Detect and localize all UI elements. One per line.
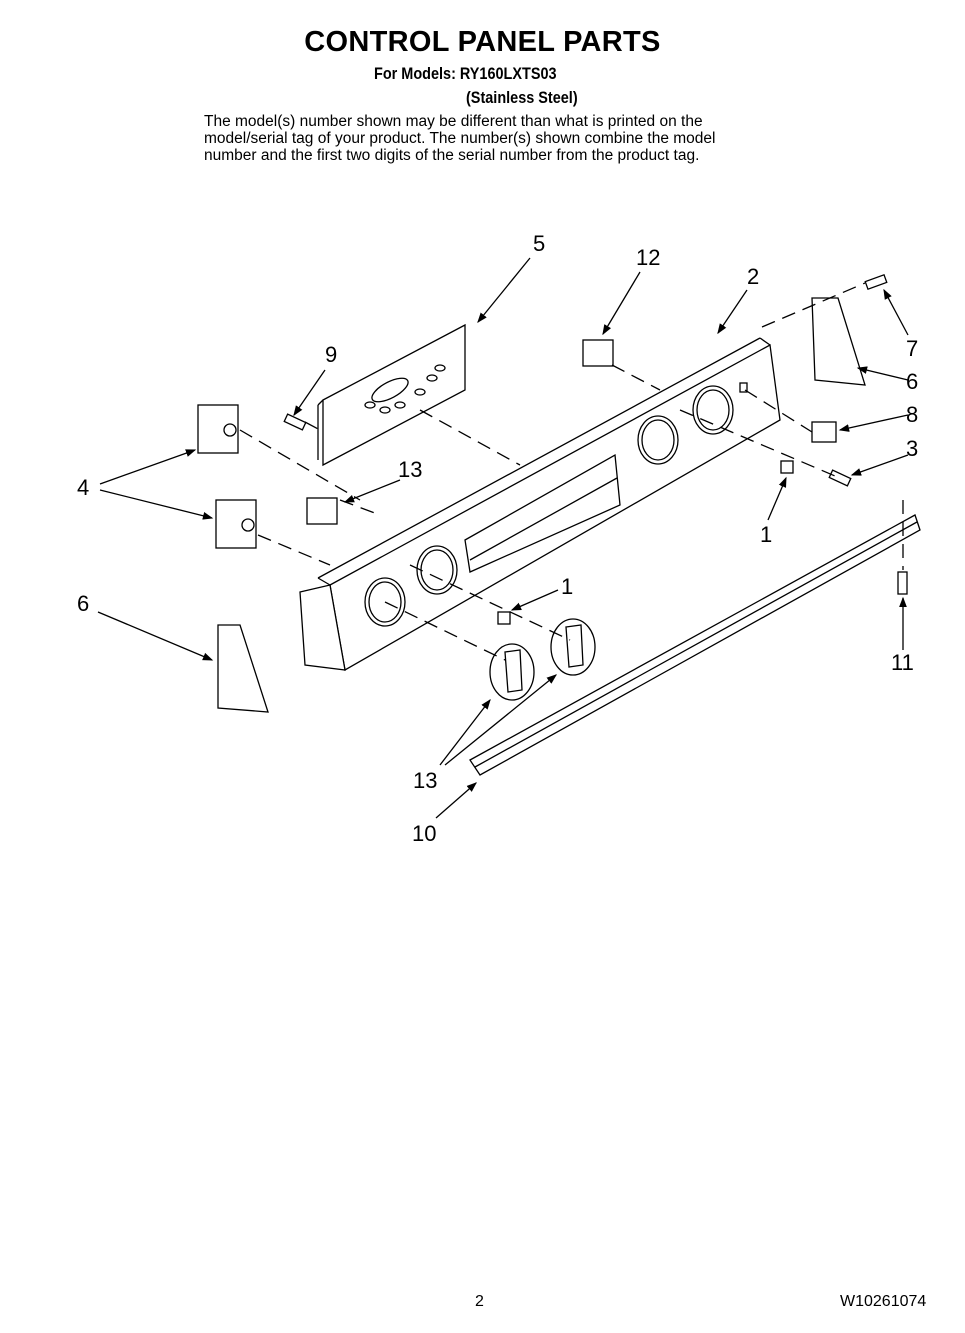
callout-label: 1 <box>760 522 773 547</box>
callout-label: 7 <box>906 336 919 361</box>
callout-label: 10 <box>412 821 437 846</box>
leader-arrows <box>97 257 909 819</box>
screw-part <box>283 413 307 431</box>
knob-part <box>489 643 535 701</box>
callout-label: 4 <box>77 475 90 500</box>
callout-label: 11 <box>891 650 914 675</box>
knob-part <box>550 618 596 676</box>
end-cap-part <box>811 297 866 386</box>
display-board-part <box>317 323 466 467</box>
callout-label: 3 <box>906 436 919 461</box>
trim-strip-part <box>469 514 921 776</box>
note-line: model/serial tag of your product. The nu… <box>204 130 716 147</box>
knob-opening <box>637 415 679 465</box>
page-number: 2 <box>475 1293 484 1310</box>
infinite-switch-part <box>215 499 257 549</box>
assembly-lines <box>239 282 904 661</box>
callout-label: 6 <box>77 591 90 616</box>
switch-part <box>306 497 338 525</box>
infinite-switch-part <box>197 404 239 454</box>
callout-label: 13 <box>413 768 438 793</box>
rocker-switch-part <box>811 421 837 443</box>
page-title: CONTROL PANEL PARTS <box>304 26 661 58</box>
end-cap-part <box>217 624 269 713</box>
screw-part <box>864 273 888 291</box>
callout-label: 13 <box>398 457 423 482</box>
screw-part <box>897 571 908 595</box>
callout-label: 2 <box>747 264 760 289</box>
callout-label: 9 <box>325 342 338 367</box>
control-panel-part <box>299 337 781 672</box>
callout-label: 12 <box>636 245 661 270</box>
note-line: number and the first two digits of the s… <box>204 147 700 164</box>
note-line: The model(s) number shown may be differe… <box>204 113 703 130</box>
knob-opening <box>692 385 734 435</box>
model-note: The model(s) number shown may be differe… <box>204 113 784 164</box>
switch-part <box>582 339 614 367</box>
document-number: W10261074 <box>840 1293 927 1310</box>
knob-opening <box>364 577 406 627</box>
models-line: For Models: RY160LXTS03 <box>374 64 557 83</box>
callout-label: 5 <box>533 231 546 256</box>
callout-label: 6 <box>906 369 919 394</box>
callout-label: 1 <box>561 574 574 599</box>
callout-label: 8 <box>906 402 919 427</box>
screw-part <box>828 469 852 487</box>
push-button-part <box>497 460 794 625</box>
finish-label: (Stainless Steel) <box>466 88 578 107</box>
